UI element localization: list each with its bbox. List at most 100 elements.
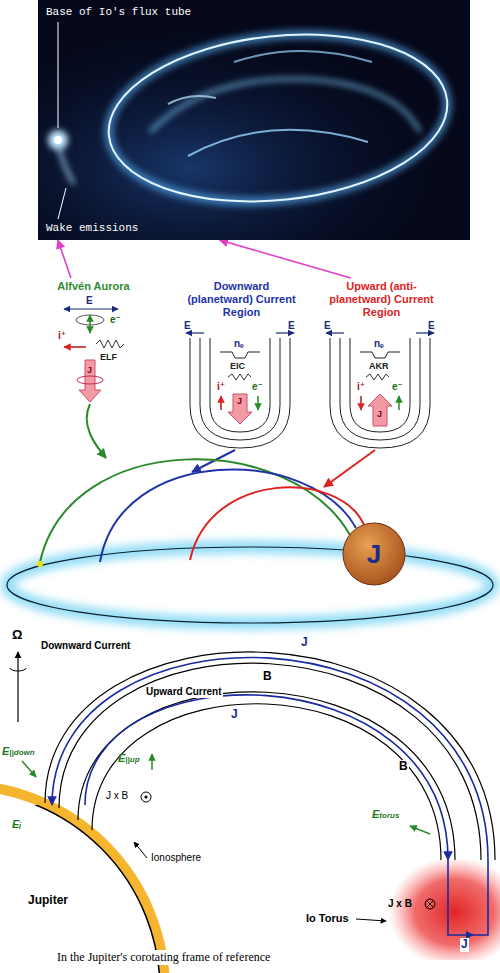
annotation-label: nₑ <box>374 338 384 350</box>
upward-panel-art <box>416 332 434 333</box>
annotation-label: e⁻ <box>110 314 121 326</box>
orbit-sketch <box>7 547 493 623</box>
annotation-label: E <box>324 320 331 332</box>
field-tube-sketch <box>151 754 153 770</box>
region-heading: Upward (anti-planetward) Current Region <box>320 278 443 319</box>
current-line <box>52 658 488 860</box>
upward-panel-art <box>324 333 434 487</box>
aurora-image: Base of Io's flux tubeWake emissions <box>38 0 470 240</box>
alfven-panel-art <box>79 360 101 402</box>
annotation-label: E <box>184 320 191 332</box>
downward-panel-art <box>220 352 260 358</box>
node-text: Jupiter <box>28 893 68 907</box>
annotation-label: Etorus <box>372 808 399 821</box>
orbit-sketch <box>190 487 364 560</box>
annotation-label: nₑ <box>234 338 244 350</box>
annotation-label: Downward Current <box>40 640 131 652</box>
annotation-label: J <box>87 365 92 375</box>
field-tube-sketch <box>10 668 26 671</box>
pointer-arrow <box>58 240 71 278</box>
downward-panel-art <box>228 374 251 380</box>
upward-panel-art <box>368 394 392 426</box>
node-text: J x B <box>388 898 412 909</box>
current-line <box>85 695 448 860</box>
planet-circle: J <box>342 522 409 586</box>
upward-panel-art <box>366 374 389 380</box>
annotation-label: J x B <box>105 790 129 802</box>
torus-blob-art <box>380 860 500 960</box>
field-tube-sketch <box>0 785 165 973</box>
upward-panel-art <box>330 338 430 448</box>
aurora-photo <box>38 0 470 240</box>
planet-disc-art <box>0 805 160 973</box>
downward-panel-art <box>186 333 294 472</box>
field-tube-sketch <box>141 792 151 802</box>
annotation-label: Eᵢ <box>12 818 21 831</box>
annotation-label: J <box>230 708 239 722</box>
annotation-label: J <box>300 636 309 650</box>
annotation-label: E <box>288 320 295 332</box>
orbit-sketch <box>7 547 493 623</box>
annotation-label: AKR <box>369 361 389 371</box>
downward-panel-art <box>186 332 204 333</box>
annotation-label: EIC <box>230 361 245 371</box>
field-tube-sketch <box>92 704 441 860</box>
field-tube-sketch <box>59 663 481 860</box>
node-text: Downward (planetward) Current Region <box>185 278 298 319</box>
annotation-label: B <box>262 670 273 684</box>
alfven-panel-art <box>64 346 86 348</box>
field-tube-sketch <box>78 692 455 860</box>
orbit-sketch <box>37 561 43 567</box>
annotation-label: E <box>428 320 435 332</box>
field-tube-sketch <box>17 652 18 722</box>
field-tube-sketch <box>134 842 147 858</box>
upward-panel-art <box>324 450 375 487</box>
alfven-panel-art <box>77 376 103 384</box>
field-tube-sketch <box>144 795 147 798</box>
downward-panel-art <box>220 396 222 410</box>
node-text: Wake emissions <box>46 222 138 235</box>
upward-panel-art <box>326 332 344 333</box>
downward-panel-art <box>210 338 270 432</box>
alfven-panel-art <box>64 308 118 309</box>
annotation-label: i⁺ <box>58 330 66 342</box>
annotation-label: J <box>460 938 469 952</box>
torus-blob: J x B <box>380 860 500 960</box>
node-text: Alfvén Aurora <box>37 278 150 293</box>
planet-disc: Jupiter <box>0 805 160 973</box>
node-text: Upward (anti-planetward) Current Region <box>320 278 443 319</box>
annotation-label: E <box>86 295 93 307</box>
annotation-label: J <box>237 396 242 406</box>
annotation-label: E||down <box>2 745 35 758</box>
alfven-panel-art <box>64 309 124 458</box>
upward-panel-art <box>398 396 400 410</box>
annotation-label: e⁻ <box>252 381 263 393</box>
annotation-label: Upward Current <box>145 686 223 698</box>
field-tube-sketch <box>45 652 495 860</box>
annotation-label: J <box>377 409 382 419</box>
downward-panel-art <box>257 396 259 410</box>
annotation-label: Ionosphere <box>150 852 202 864</box>
alfven-panel-art <box>89 315 91 333</box>
annotation-label: e⁻ <box>392 381 403 393</box>
orbit-sketch <box>7 459 493 623</box>
field-tube-sketch <box>22 761 36 777</box>
alfven-panel-art <box>87 404 106 458</box>
annotation-label: Io Torus <box>306 912 349 925</box>
node-text: Base of Io's flux tube <box>46 6 191 19</box>
region-heading: Alfvén Aurora <box>37 278 150 293</box>
downward-panel-art <box>276 332 294 333</box>
annotation-label: B <box>398 760 409 774</box>
downward-panel-art <box>228 394 252 424</box>
alfven-panel-art <box>96 340 124 348</box>
upward-panel-art <box>360 396 362 410</box>
annotation-label: ELF <box>100 352 117 362</box>
annotation-label: Ω <box>12 628 22 643</box>
pointer-arrow <box>219 240 350 278</box>
annotation-label: i⁺ <box>357 381 365 393</box>
figure-caption: In the Jupiter's corotating frame of ref… <box>55 950 272 965</box>
orbit-sketch <box>100 469 356 562</box>
downward-panel-art <box>190 338 290 448</box>
downward-panel-art <box>200 338 280 440</box>
